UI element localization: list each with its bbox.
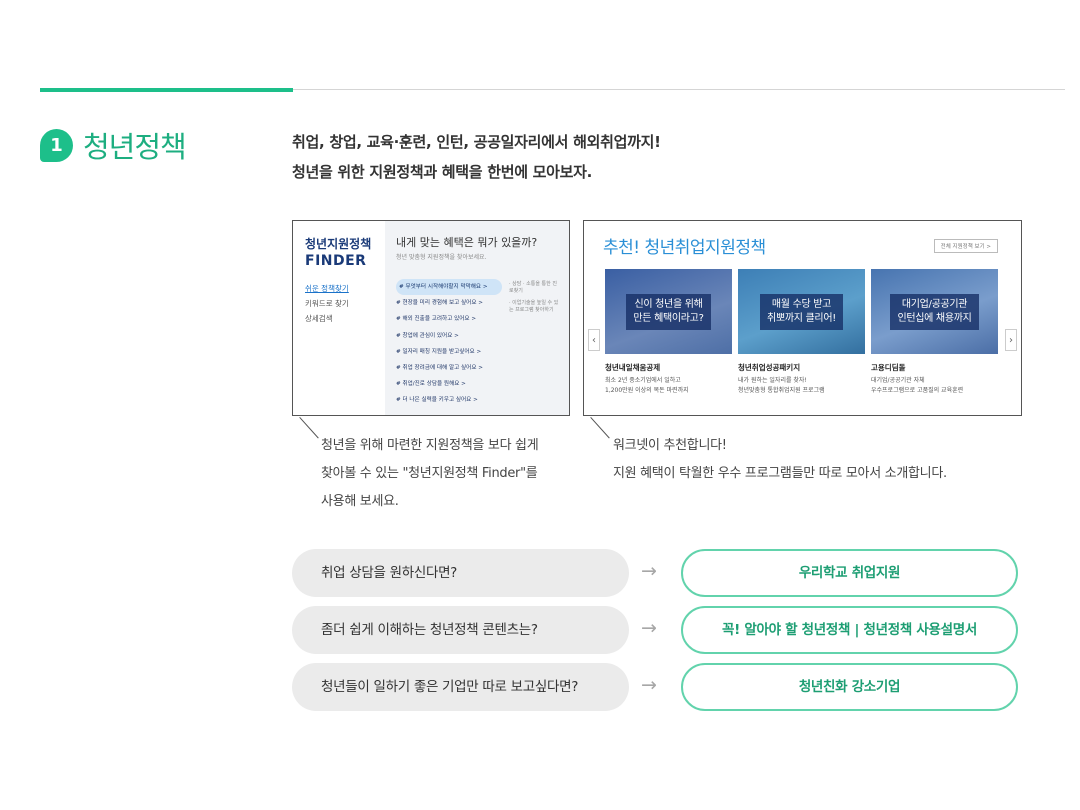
- finder-question: 내게 맞는 혜택은 뭐가 있을까?: [396, 236, 538, 249]
- finder-brand-line-2: FINDER: [305, 253, 367, 269]
- carousel-next-icon[interactable]: ›: [1005, 329, 1017, 351]
- question-row: 취업 상담을 원하신다면? → 우리학교 취업지원: [292, 549, 1018, 597]
- recommend-card-image-caption: 신이 청년을 위해 만든 혜택이라고?: [626, 293, 711, 330]
- recommend-caption: 워크넷이 추천합니다! 지원 혜택이 탁월한 우수 프로그램들만 따로 모아서 …: [613, 432, 947, 488]
- recommend-card-desc: 최소 2년 중소기업에서 일하고 1,200만원 이상의 목돈 마련까지: [605, 376, 732, 396]
- image-caption-line: 대기업/공공기관: [901, 298, 968, 310]
- recommend-card-image: 매월 수당 받고 취뽀까지 클리어!: [738, 269, 865, 354]
- finder-option[interactable]: # 취업/진로 상담을 원해요 >: [396, 381, 466, 388]
- recommend-card-image-caption: 대기업/공공기관 인턴십에 채용까지: [890, 293, 979, 330]
- recommend-preview[interactable]: 추천! 청년취업지원정책 전체 지원정책 보기 > ‹ 신이 청년을 위해 만든…: [583, 220, 1022, 416]
- card-desc-line: 내가 원하는 일자리를 찾자!: [738, 377, 807, 384]
- image-caption-line: 만든 혜택이라고?: [633, 312, 704, 324]
- card-desc-line: 1,200만원 이상의 목돈 마련까지: [605, 387, 689, 394]
- recommend-card-image: 신이 청년을 위해 만든 혜택이라고?: [605, 269, 732, 354]
- finder-option[interactable]: # 더 나은 실력을 키우고 싶어요 >: [396, 397, 478, 404]
- finder-brand-line-1: 청년지원정책: [305, 237, 372, 251]
- finder-preview[interactable]: 청년지원정책 FINDER 쉬운 정책찾기 키워드로 찾기 상세검색 내게 맞는…: [292, 220, 570, 416]
- card-desc-line: 청년맞춤형 통합취업지원 프로그램: [738, 387, 825, 394]
- question-bubble: 청년들이 일하기 좋은 기업만 따로 보고싶다면?: [292, 663, 629, 711]
- question-bubble: 취업 상담을 원하신다면?: [292, 549, 629, 597]
- youth-policy-guide-button[interactable]: 꼭! 알아야 할 청년정책 | 청년정책 사용설명서: [681, 606, 1018, 654]
- recommend-card-name: 청년내일채움공제: [605, 363, 661, 372]
- image-caption-line: 신이 청년을 위해: [634, 298, 703, 310]
- recommend-card-desc: 내가 원하는 일자리를 찾자! 청년맞춤형 통합취업지원 프로그램: [738, 376, 865, 396]
- recommend-card[interactable]: 매월 수당 받고 취뽀까지 클리어! 청년취업성공패키지 내가 원하는 일자리를…: [738, 269, 865, 396]
- recommend-card[interactable]: 대기업/공공기관 인턴십에 채용까지 고용디딤돌 대기업/공공기관 자체 우수프…: [871, 269, 998, 396]
- finder-side-note: · 상담 · 소통을 통한 진로찾기: [509, 281, 557, 294]
- finder-nav-item-easy[interactable]: 쉬운 정책찾기: [305, 284, 349, 293]
- school-career-support-button[interactable]: 우리학교 취업지원: [681, 549, 1018, 597]
- image-caption-line: 취뽀까지 클리어!: [767, 312, 836, 324]
- recommend-card[interactable]: 신이 청년을 위해 만든 혜택이라고? 청년내일채움공제 최소 2년 중소기업에…: [605, 269, 732, 396]
- image-caption-line: 매월 수당 받고: [771, 298, 832, 310]
- recommend-card-name: 청년취업성공패키지: [738, 363, 801, 372]
- caption-line: 지원 혜택이 탁월한 우수 프로그램들만 따로 모아서 소개합니다.: [613, 466, 947, 481]
- section-number-badge: 1: [40, 128, 73, 162]
- youth-friendly-company-button[interactable]: 청년친화 강소기업: [681, 663, 1018, 711]
- arrow-right-icon: →: [641, 560, 657, 582]
- caption-line: 청년을 위해 마련한 지원정책을 보다 쉽게: [321, 438, 539, 453]
- finder-nav-item-keyword[interactable]: 키워드로 찾기: [305, 299, 349, 308]
- section-divider: [40, 89, 1065, 90]
- caption-line: 사용해 보세요.: [321, 494, 399, 509]
- finder-option[interactable]: # 일자리 매칭 지원을 받고싶어요 >: [396, 348, 482, 355]
- card-desc-line: 최소 2년 중소기업에서 일하고: [605, 377, 681, 384]
- arrow-right-icon: →: [641, 617, 657, 639]
- finder-option-list: # 무엇부터 시작해야할지 막막해요 > # 현장을 미리 경험해 보고 싶어요…: [396, 279, 502, 409]
- recommend-card-desc: 대기업/공공기관 자체 우수프로그램으로 고품질의 교육훈련: [871, 376, 998, 396]
- recommend-title: 추천! 청년취업지원정책: [603, 238, 766, 258]
- caption-line: 워크넷이 추천합니다!: [613, 438, 727, 453]
- image-caption-line: 인턴십에 채용까지: [897, 312, 972, 324]
- finder-option[interactable]: # 해외 진출을 고려하고 있어요 >: [396, 316, 477, 323]
- section-intro: 취업, 창업, 교육·훈련, 인턴, 공공일자리에서 해외취업까지! 청년을 위…: [292, 127, 661, 187]
- finder-nav-item-detail[interactable]: 상세검색: [305, 314, 333, 323]
- finder-content: 내게 맞는 혜택은 뭐가 있을까? 청년 맞춤형 지원정책을 찾아보세요. # …: [385, 221, 569, 415]
- finder-nav: 쉬운 정책찾기 키워드로 찾기 상세검색: [305, 281, 385, 326]
- recommend-card-image-caption: 매월 수당 받고 취뽀까지 클리어!: [760, 293, 843, 330]
- section-title: 청년정책: [83, 130, 187, 164]
- finder-option[interactable]: # 무엇부터 시작해야할지 막막해요 >: [396, 279, 502, 296]
- question-row: 청년들이 일하기 좋은 기업만 따로 보고싶다면? → 청년친화 강소기업: [292, 663, 1018, 711]
- finder-sidebar: 청년지원정책 FINDER 쉬운 정책찾기 키워드로 찾기 상세검색: [293, 221, 385, 415]
- finder-subtitle: 청년 맞춤형 지원정책을 찾아보세요.: [396, 254, 487, 261]
- arrow-right-icon: →: [641, 674, 657, 696]
- callout-line-right: [590, 417, 610, 439]
- card-desc-line: 대기업/공공기관 자체: [871, 377, 925, 384]
- question-bubble: 좀더 쉽게 이해하는 청년정책 콘텐츠는?: [292, 606, 629, 654]
- intro-line-1: 취업, 창업, 교육·훈련, 인턴, 공공일자리에서 해외취업까지!: [292, 133, 661, 151]
- finder-caption: 청년을 위해 마련한 지원정책을 보다 쉽게 찾아볼 수 있는 "청년지원정책 …: [321, 432, 539, 516]
- finder-option[interactable]: # 현장을 미리 경험해 보고 싶어요 >: [396, 300, 483, 307]
- caption-line: 찾아볼 수 있는 "청년지원정책 Finder"를: [321, 466, 538, 481]
- section-divider-accent: [40, 88, 293, 92]
- finder-side-note: · 이업기술을 높일 수 있는 프로그램 찾아하기: [509, 300, 559, 313]
- finder-option[interactable]: # 창업에 관심이 있어요 >: [396, 332, 459, 339]
- recommend-card-name: 고용디딤돌: [871, 363, 906, 372]
- callout-line-left: [299, 417, 319, 439]
- finder-option[interactable]: # 취업 장려금에 대해 알고 싶어요 >: [396, 364, 483, 371]
- recommend-card-image: 대기업/공공기관 인턴십에 채용까지: [871, 269, 998, 354]
- section-heading: 1 청년정책: [40, 124, 187, 166]
- finder-side-notes: · 상담 · 소통을 통한 진로찾기 · 이업기술을 높일 수 있는 프로그램 …: [509, 281, 561, 319]
- question-row: 좀더 쉽게 이해하는 청년정책 콘텐츠는? → 꼭! 알아야 할 청년정책 | …: [292, 606, 1018, 654]
- carousel-prev-icon[interactable]: ‹: [588, 329, 600, 351]
- card-desc-line: 우수프로그램으로 고품질의 교육훈련: [871, 387, 964, 394]
- intro-line-2: 청년을 위한 지원정책과 혜택을 한번에 모아보자.: [292, 163, 593, 181]
- view-all-policies-button[interactable]: 전체 지원정책 보기 >: [933, 239, 998, 253]
